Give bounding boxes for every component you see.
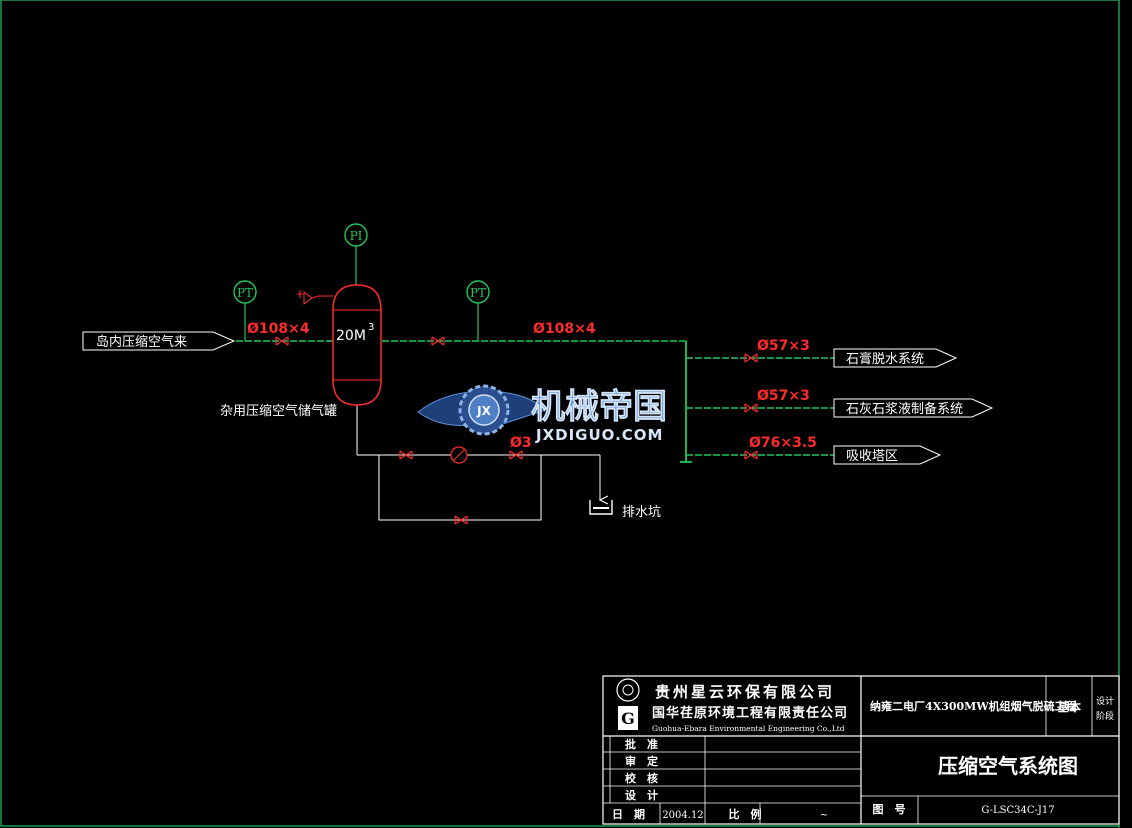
watermark-emblem-text: JX xyxy=(476,404,491,418)
watermark-brand: 机械帝国 xyxy=(531,387,667,427)
pi-top-label: PI xyxy=(350,229,363,243)
project-name: 纳雍二电厂4X300MW机组烟气脱硫工程 xyxy=(870,699,1077,713)
pt-right-label: PT xyxy=(470,286,486,300)
spec-branch-2: Ø57×3 xyxy=(757,388,810,404)
air-receiver-tank: 20M 3 xyxy=(332,284,382,406)
spec-main: Ø108×4 xyxy=(533,321,596,337)
scale-label: 比 例 xyxy=(729,807,762,821)
company2-name-en: Guohua-Ebara Environmental Engineering C… xyxy=(652,724,845,733)
design-label: 设 计 xyxy=(625,788,658,802)
watermark-emblem-icon xyxy=(468,394,500,426)
outlet-label-1: 石膏脱水系统 xyxy=(846,351,924,367)
inlet-label: 岛内压缩空气来 xyxy=(96,334,187,350)
valve-branch-3 xyxy=(744,450,758,460)
relief-vent-icon xyxy=(297,290,303,298)
tank-label: 杂用压缩空气储气罐 xyxy=(220,403,337,419)
watermark-url: JXDIGUO.COM xyxy=(535,426,663,444)
drawing-no-label: 图 号 xyxy=(873,803,906,816)
title-block: G 贵州星云环保有限公司 国华荏原环境工程有限责任公司 Guohua-Ebara… xyxy=(602,675,1120,825)
pt-right-icon xyxy=(466,280,490,304)
company2-name: 国华荏原环境工程有限责任公司 xyxy=(652,705,848,721)
outlet-tag-2 xyxy=(833,398,994,418)
date-label: 日 期 xyxy=(612,807,645,821)
valve-drain-2 xyxy=(509,450,523,460)
pt-left-label: PT xyxy=(237,286,253,300)
watermark: JX 机械帝国 JXDIGUO.COM xyxy=(417,384,667,444)
piping xyxy=(227,246,834,521)
outlet-label-3: 吸收塔区 xyxy=(846,449,898,464)
outlet-tag-1 xyxy=(833,348,958,368)
company2-logo-icon xyxy=(618,706,638,730)
drain-label: 排水坑 xyxy=(622,505,661,520)
valve-drain-1 xyxy=(399,450,413,460)
spec-inlet: Ø108×4 xyxy=(247,321,310,337)
approve-label: 批 准 xyxy=(625,737,658,751)
inlet-tag xyxy=(82,331,236,351)
company-name: 贵州星云环保有限公司 xyxy=(655,683,835,701)
date-value: 2004.12 xyxy=(662,810,703,821)
relief-valve-icon xyxy=(303,291,319,305)
outlet-tag-3 xyxy=(833,445,942,465)
watermark-right-wing-icon xyxy=(499,391,546,426)
review-label: 审 定 xyxy=(625,754,658,768)
spec-branch-1: Ø57×3 xyxy=(757,338,810,354)
outlet-label-2: 石灰石浆液制备系统 xyxy=(846,401,963,417)
spec-drain: Ø3 xyxy=(510,435,532,451)
tank-volume: 20M xyxy=(336,328,366,344)
valve-branch-2 xyxy=(744,403,758,413)
valve-bypass xyxy=(454,515,468,525)
tank-volume-sup: 3 xyxy=(368,322,374,333)
company2-logo-glyph: G xyxy=(621,709,635,728)
design-stage-label-2: 阶段 xyxy=(1096,710,1114,722)
pt-left-icon xyxy=(233,280,257,304)
drawing-no: G-LSC34C-J17 xyxy=(981,805,1054,816)
valves xyxy=(275,290,758,525)
instruments: PT PI PT xyxy=(233,223,490,304)
check-label: 校 核 xyxy=(625,771,658,785)
drain-bypass-pipe xyxy=(378,455,542,521)
valve-main xyxy=(431,336,445,346)
pi-top-icon xyxy=(344,223,368,247)
scale-value: ~ xyxy=(820,810,828,821)
company-logo-icon xyxy=(616,678,640,702)
drawing-title: 压缩空气系统图 xyxy=(938,754,1078,778)
design-stage: 基本 xyxy=(1056,699,1081,714)
tank-shell xyxy=(332,284,382,406)
valve-branch-1 xyxy=(744,353,758,363)
valve-inlet xyxy=(275,336,289,346)
drain-pit-icon xyxy=(589,500,613,515)
design-stage-label-1: 设计 xyxy=(1096,695,1114,707)
drain-trap-slash xyxy=(452,448,466,462)
company-logo-inner-icon xyxy=(622,684,634,696)
spec-branch-3: Ø76×3.5 xyxy=(749,435,817,451)
